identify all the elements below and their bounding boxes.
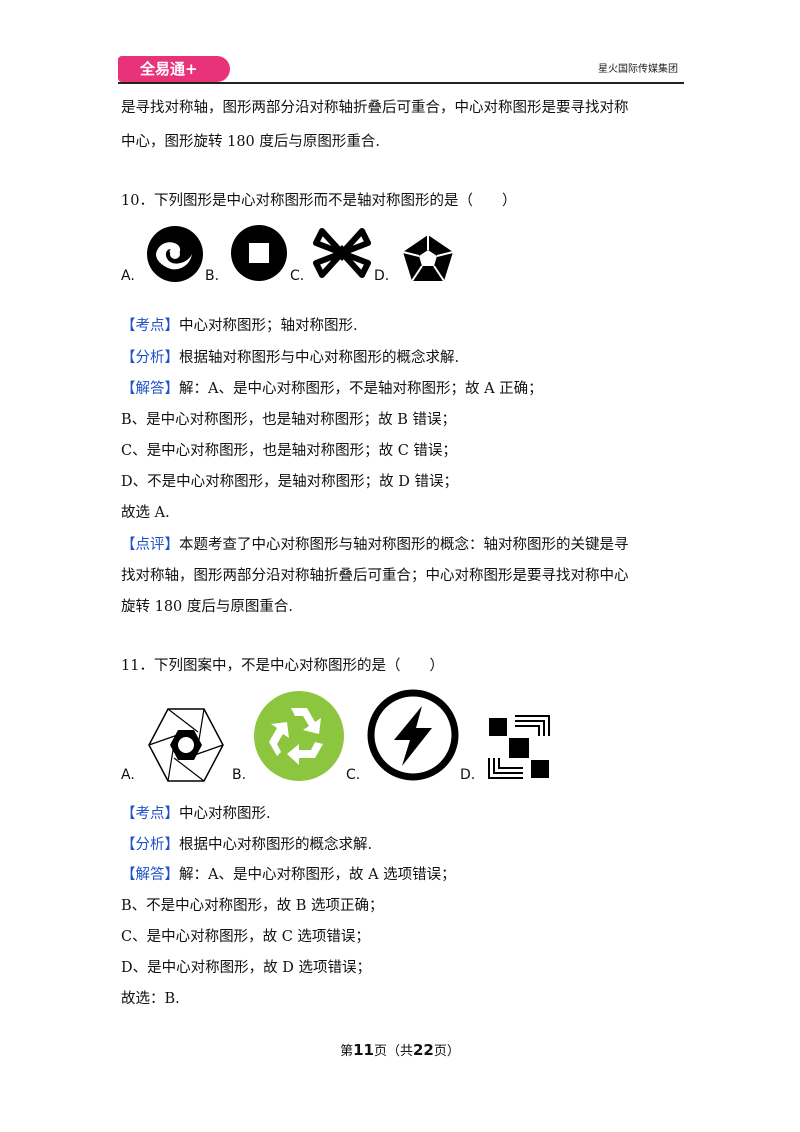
q11-jieda-text: 解：A、是中心对称图形，故 A 选项错误；: [179, 867, 456, 883]
q10-fenxi-tag: 【分析】: [121, 350, 179, 366]
q11-hexagon-nut-figure: [148, 708, 224, 782]
q10-option-d: D.: [374, 268, 390, 284]
header-rule: [118, 82, 684, 84]
q11-answer: 故选：B.: [121, 991, 180, 1007]
q11-lightning-circle-figure: [367, 689, 459, 781]
q11-stacked-squares-figure: [488, 715, 550, 779]
q11-jieda-line-b: B、不是中心对称图形，故 B 选项正确；: [121, 898, 384, 914]
q10-dianping-text: 本题考查了中心对称图形与轴对称图形的概念：轴对称图形的关键是寻: [179, 537, 629, 553]
q11-jieda-tag: 【解答】: [121, 867, 179, 883]
q10-jieda-tag: 【解答】: [121, 381, 179, 397]
q10-knot-figure: [313, 228, 371, 278]
q11-kaodian-tag: 【考点】: [121, 806, 179, 822]
q10-fenxi: 【分析】根据轴对称图形与中心对称图形的概念求解.: [121, 348, 459, 368]
q11-jieda-line-d: D、是中心对称图形，故 D 选项错误；: [121, 960, 371, 976]
q11-option-c: C.: [346, 767, 361, 783]
company-name: 星火国际传媒集团: [598, 64, 678, 75]
footer-total-pages: 22: [413, 1041, 434, 1059]
q10-pentagon-flower-figure: [402, 235, 454, 282]
q11-jieda-line-c: C、是中心对称图形，故 C 选项错误；: [121, 929, 370, 945]
q10-jieda-text: 解：A、是中心对称图形，不是轴对称图形；故 A 正确；: [179, 381, 543, 397]
q11-jieda: 【解答】解：A、是中心对称图形，故 A 选项错误；: [121, 865, 456, 885]
q10-fenxi-text: 根据轴对称图形与中心对称图形的概念求解.: [179, 350, 460, 366]
q10-dianping: 【点评】本题考查了中心对称图形与轴对称图形的概念：轴对称图形的关键是寻: [121, 535, 629, 555]
q10-answer: 故选 A.: [121, 505, 170, 521]
q11-kaodian: 【考点】中心对称图形.: [121, 804, 271, 824]
q10-dianping-tag: 【点评】: [121, 537, 179, 553]
q10-option-c: C.: [290, 268, 305, 284]
q10-dianping-line-3: 旋转 180 度后与原图重合.: [121, 599, 294, 615]
q10-option-a: A.: [121, 268, 135, 284]
intro-line-1: 是寻找对称轴，图形两部分沿对称轴折叠后可重合，中心对称图形是要寻找对称: [121, 100, 629, 116]
q10-swirl-circle-figure: [147, 226, 203, 282]
q10-kaodian-tag: 【考点】: [121, 318, 179, 334]
q10-jieda-line-c: C、是中心对称图形，也是轴对称图形；故 C 错误；: [121, 443, 457, 459]
q11-option-d: D.: [460, 767, 476, 783]
q10-jieda-line-d: D、不是中心对称图形，是轴对称图形；故 D 错误；: [121, 474, 458, 490]
q10-circle-square-figure: [231, 225, 287, 281]
intro-line-2: 中心，图形旋转 180 度后与原图形重合.: [121, 134, 381, 150]
q11-stem: 11．下列图案中，不是中心对称图形的是（ ）: [121, 658, 444, 674]
footer-post: 页）: [433, 1044, 460, 1059]
q11-kaodian-text: 中心对称图形.: [179, 806, 271, 822]
q10-stem: 10．下列图形是中心对称图形而不是轴对称图形的是（ ）: [121, 193, 517, 209]
brand-logo: 全易通+: [118, 56, 230, 82]
q11-recycle-figure: [254, 691, 344, 781]
page-header: 全易通+ 星火国际传媒集团: [118, 56, 684, 84]
q10-kaodian: 【考点】中心对称图形；轴对称图形.: [121, 316, 358, 336]
page-footer: 第11页（共22页）: [0, 1040, 800, 1059]
footer-mid: 页（共: [373, 1044, 413, 1059]
q11-option-b: B.: [232, 767, 247, 783]
q10-dianping-line-2: 找对称轴，图形两部分沿对称轴折叠后可重合；中心对称图形是要寻找对称中心: [121, 568, 629, 584]
q11-option-a: A.: [121, 767, 135, 783]
q10-option-b: B.: [205, 268, 220, 284]
footer-page-number: 11: [353, 1041, 374, 1059]
q11-fenxi: 【分析】根据中心对称图形的概念求解.: [121, 835, 372, 855]
q11-fenxi-tag: 【分析】: [121, 837, 179, 853]
q10-jieda: 【解答】解：A、是中心对称图形，不是轴对称图形；故 A 正确；: [121, 379, 543, 399]
q10-jieda-line-b: B、是中心对称图形，也是轴对称图形；故 B 错误；: [121, 412, 457, 428]
footer-pre: 第: [340, 1044, 354, 1059]
q11-fenxi-text: 根据中心对称图形的概念求解.: [179, 837, 373, 853]
q10-kaodian-text: 中心对称图形；轴对称图形.: [179, 318, 358, 334]
